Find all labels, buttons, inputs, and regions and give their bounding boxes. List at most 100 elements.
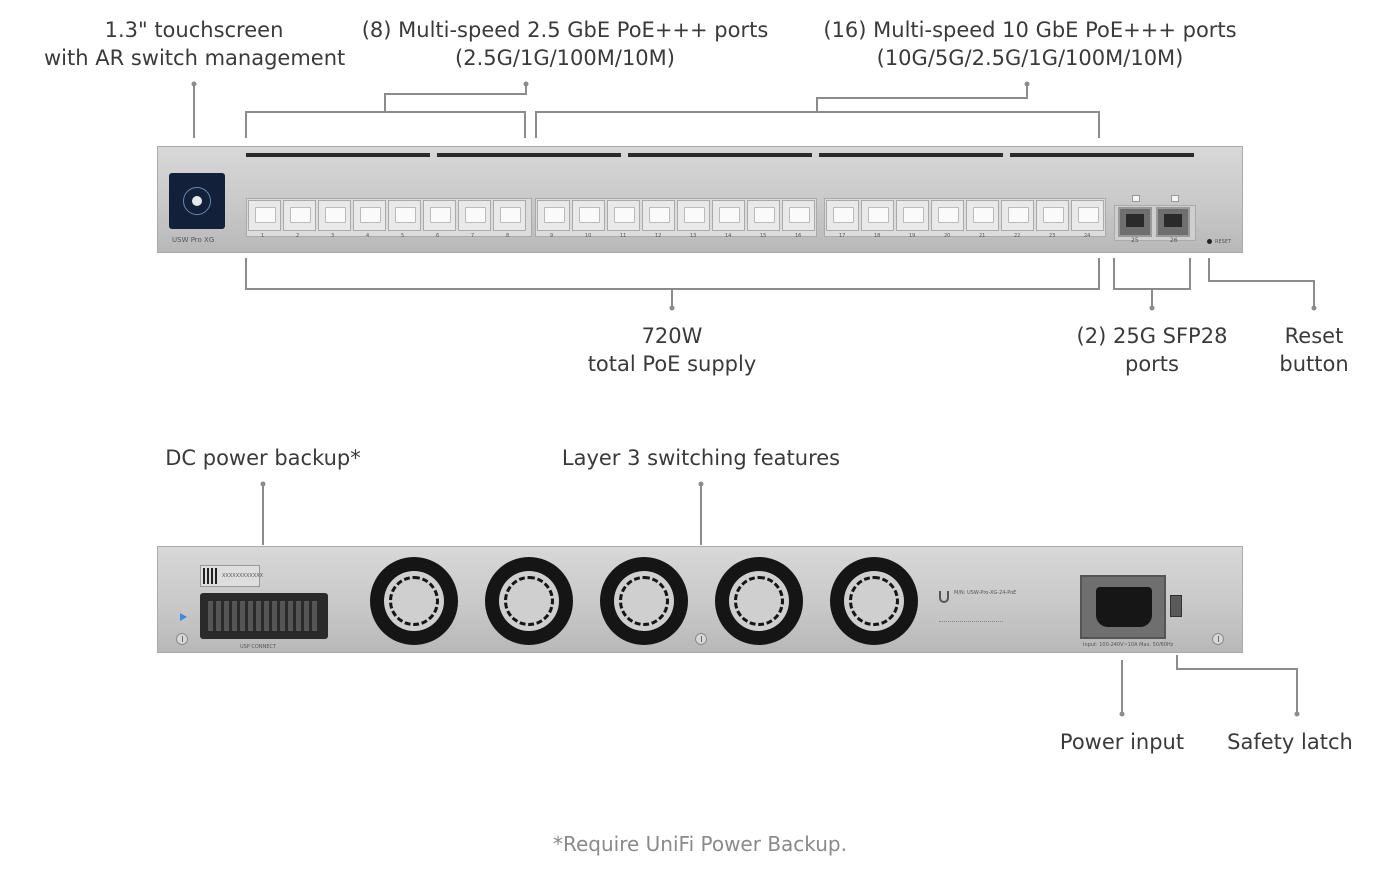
connector-pins <box>208 601 320 631</box>
rj45-port-15[interactable] <box>747 200 780 231</box>
rj45-port-label: 16 <box>795 233 802 239</box>
rear-model-label: M/N: USW-Pro-XG-24-PoE <box>954 590 1017 596</box>
switch-rear-panel: XXXXXXXXXXXX USP CONNECT M/N: USW-Pro-XG… <box>157 546 1243 653</box>
rj45-port-label: 12 <box>655 233 662 239</box>
screw-icon <box>695 633 707 645</box>
rj45-port-1[interactable] <box>248 200 281 231</box>
rj45-port-label: 23 <box>1049 233 1056 239</box>
ports-10g-callout-line1: (16) Multi-speed 10 GbE PoE+++ ports <box>823 18 1237 42</box>
ac-power-inlet[interactable] <box>1080 575 1166 639</box>
rj45-port-19[interactable] <box>896 200 929 231</box>
safety-latch-callout: Safety latch <box>1227 730 1353 754</box>
sfp-ports-callout-line2: ports <box>1125 352 1179 376</box>
touchscreen-callout-line1: 1.3" touchscreen <box>104 18 284 42</box>
safety-latch[interactable] <box>1170 595 1182 617</box>
rj45-port-17[interactable] <box>826 200 859 231</box>
compliance-marks-icon <box>939 611 1003 622</box>
cooling-fan <box>600 557 688 645</box>
front-vent-slot <box>819 153 1003 157</box>
poe-supply-callout: 720W total PoE supply <box>552 322 792 378</box>
rj45-port-11[interactable] <box>607 200 640 231</box>
ports-10g-callout-line2: (10G/5G/2.5G/1G/100M/10M) <box>876 46 1184 70</box>
rj45-port-label: 18 <box>874 233 881 239</box>
ports-2-5g-callout-line2: (2.5G/1G/100M/10M) <box>455 46 675 70</box>
serial-label-sticker: XXXXXXXXXXXX <box>200 565 264 587</box>
rj45-port-23[interactable] <box>1036 200 1069 231</box>
rj45-port-label: 5 <box>401 233 405 239</box>
rj45-port-20[interactable] <box>931 200 964 231</box>
rj45-port-label: 4 <box>366 233 370 239</box>
sfp-port-label: 25 <box>1131 237 1139 244</box>
rj45-port-label: 1 <box>261 233 265 239</box>
footnote: *Require UniFi Power Backup. <box>552 832 847 856</box>
cooling-fan <box>485 557 573 645</box>
usp-connector[interactable] <box>200 593 328 639</box>
reset-button-callout: Reset button <box>1264 322 1364 378</box>
power-socket-icon <box>1096 587 1152 627</box>
touchscreen-display[interactable] <box>169 173 225 229</box>
front-vent-slot <box>246 153 430 157</box>
sfp28-port-26[interactable] <box>1156 207 1190 237</box>
rj45-port-2[interactable] <box>283 200 316 231</box>
rj45-port-4[interactable] <box>353 200 386 231</box>
status-indicator-icon <box>180 613 187 621</box>
rj45-port-label: 10 <box>585 233 592 239</box>
touchscreen-callout: 1.3" touchscreen with AR switch manageme… <box>44 16 346 72</box>
sfp-port-label: 26 <box>1170 237 1178 244</box>
rj45-port-label: 20 <box>944 233 951 239</box>
rj45-port-6[interactable] <box>423 200 456 231</box>
rj45-port-3[interactable] <box>318 200 351 231</box>
sfp28-port-25[interactable] <box>1118 207 1152 237</box>
rj45-port-label: 17 <box>839 233 846 239</box>
rj45-port-label: 11 <box>620 233 627 239</box>
front-model-label: USW Pro XG <box>172 236 215 244</box>
rj45-port-label: 24 <box>1084 233 1091 239</box>
reset-button-callout-line1: Reset <box>1284 324 1344 348</box>
layer3-callout: Layer 3 switching features <box>561 446 841 470</box>
usp-connect-label: USP CONNECT <box>239 644 277 650</box>
ports-10g-callout: (16) Multi-speed 10 GbE PoE+++ ports (10… <box>820 16 1240 72</box>
rj45-port-22[interactable] <box>1001 200 1034 231</box>
serial-number: XXXXXXXXXXXX <box>222 573 264 579</box>
front-vent-slot <box>628 153 812 157</box>
rj45-port-8[interactable] <box>493 200 526 231</box>
sfp-led <box>1132 195 1140 202</box>
rj45-port-label: 19 <box>909 233 916 239</box>
poe-supply-callout-line1: 720W <box>641 324 703 348</box>
screen-center-button <box>192 196 202 206</box>
rj45-port-18[interactable] <box>861 200 894 231</box>
rj45-port-16[interactable] <box>782 200 815 231</box>
reset-button-callout-line2: button <box>1279 352 1349 376</box>
ports-2-5g-callout-line1: (8) Multi-speed 2.5 GbE PoE+++ ports <box>361 18 769 42</box>
front-vent-slot <box>1010 153 1194 157</box>
rj45-port-label: 3 <box>331 233 335 239</box>
screw-icon <box>176 633 188 645</box>
rj45-port-13[interactable] <box>677 200 710 231</box>
rj45-port-label: 8 <box>506 233 510 239</box>
rj45-port-7[interactable] <box>458 200 491 231</box>
rj45-port-5[interactable] <box>388 200 421 231</box>
poe-supply-callout-line2: total PoE supply <box>587 352 757 376</box>
front-vent-slot <box>437 153 621 157</box>
rj45-port-label: 21 <box>979 233 986 239</box>
ubiquiti-logo-icon <box>939 591 949 603</box>
rj45-port-label: 6 <box>436 233 440 239</box>
rj45-port-14[interactable] <box>712 200 745 231</box>
rj45-port-9[interactable] <box>537 200 570 231</box>
screen-dial-icon <box>183 187 211 215</box>
rj45-port-label: 22 <box>1014 233 1021 239</box>
qr-code-icon <box>203 568 219 584</box>
rj45-port-10[interactable] <box>572 200 605 231</box>
cooling-fan <box>830 557 918 645</box>
ports-2-5g-callout: (8) Multi-speed 2.5 GbE PoE+++ ports (2.… <box>355 16 775 72</box>
rj45-port-24[interactable] <box>1071 200 1104 231</box>
rj45-port-label: 9 <box>550 233 554 239</box>
reset-button[interactable] <box>1207 239 1212 244</box>
power-rating-label: Input: 100-240V~10A Max. 50/60Hz <box>1083 642 1174 648</box>
rj45-port-12[interactable] <box>642 200 675 231</box>
touchscreen-callout-line2: with AR switch management <box>44 46 346 70</box>
rj45-port-label: 13 <box>690 233 697 239</box>
rj45-port-21[interactable] <box>966 200 999 231</box>
rj45-port-label: 14 <box>725 233 732 239</box>
